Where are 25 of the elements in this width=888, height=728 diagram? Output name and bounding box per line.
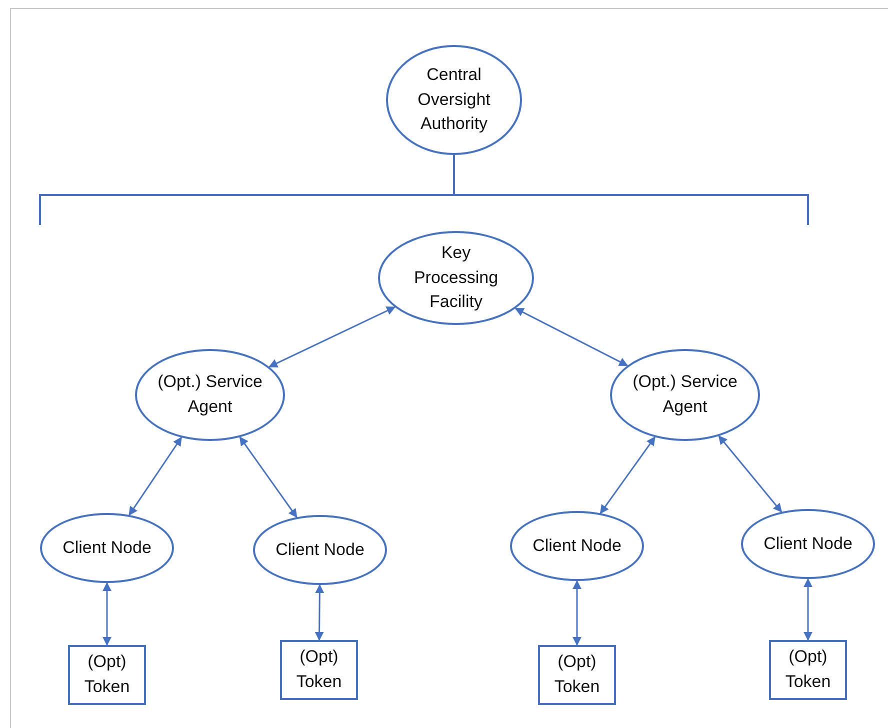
node-label: Key Processing Facility xyxy=(412,242,500,314)
double-arrow xyxy=(268,306,396,368)
node-label: (Opt.) Service Agent xyxy=(632,371,738,418)
node-label: Client Node xyxy=(276,538,364,561)
node-label: (Opt) Token xyxy=(553,651,601,698)
token-box xyxy=(280,640,358,700)
token-box xyxy=(68,645,146,705)
node-label: (Opt.) Service Agent xyxy=(156,371,264,418)
double-arrow xyxy=(239,436,298,518)
double-arrow xyxy=(128,436,182,516)
node-label: (Opt) Token xyxy=(83,651,131,698)
double-arrow xyxy=(102,582,112,646)
token-box xyxy=(769,640,847,700)
double-arrow xyxy=(572,580,582,646)
double-arrow xyxy=(514,308,628,366)
token-box xyxy=(538,645,616,705)
node-label: Central Oversight Authority xyxy=(416,64,492,136)
node-label: (Opt) Token xyxy=(295,646,343,693)
node-label: Client Node xyxy=(764,532,852,555)
node-label: Client Node xyxy=(62,536,152,559)
node-label: (Opt) Token xyxy=(784,646,832,693)
node-label: Client Node xyxy=(532,534,622,557)
double-arrow xyxy=(804,578,812,641)
double-arrow xyxy=(600,436,656,514)
double-arrow xyxy=(314,584,324,641)
